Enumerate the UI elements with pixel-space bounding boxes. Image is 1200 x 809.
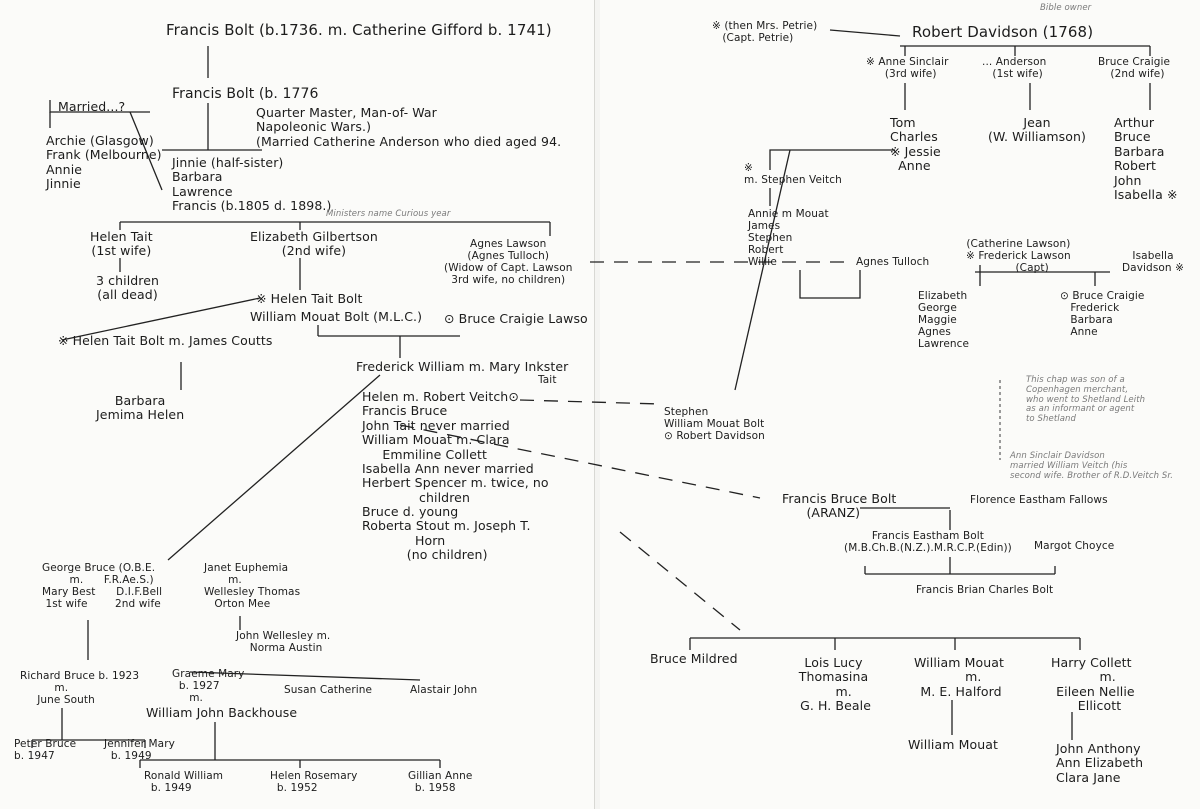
william-backhouse: William John Backhouse [146,705,298,720]
anderson-first-wife: ... Anderson (1st wife) [982,56,1047,81]
isabella-davidson: Isabella Davidson ※ [1122,250,1185,275]
agnes-lawson: Agnes Lawson (Agnes Tulloch) (Widow of C… [444,238,573,287]
susan-catherine: Susan Catherine [284,684,373,696]
frederick-william-children: Helen m. Robert Veitch⊙ Francis Bruce Jo… [362,389,549,563]
frederick-william: Frederick William m. Mary Inkster [356,359,569,374]
married-question: Married...? [58,99,126,114]
catherine-frederick-lawson: (Catherine Lawson) ※ Frederick Lawson (C… [966,238,1071,275]
right-page [600,0,1200,809]
alastair-john: Alastair John [410,684,478,696]
harry-children: John Anthony Ann Elizabeth Clara Jane [1056,741,1144,785]
francis-bruce-bolt: Francis Bruce Bolt (ARANZ) [782,491,897,521]
janet-euphemia: Janet Euphemia m. Wellesley Thomas Orton… [204,562,301,611]
coutts-children: Barbara Jemima Helen [96,393,185,423]
tom-charles-jessie-anne: Tom Charles ※ Jessie Anne [890,115,941,174]
annie-list: Annie m Mouat James Stephen Robert Willi… [748,208,829,269]
jennifer-mary: Jennifer Mary b. 1949 [104,738,175,763]
helen-tait: Helen Tait (1st wife) [90,229,153,259]
francis-bolt-1776: Francis Bolt (b. 1776 [172,86,319,102]
bible-owner-note: Bible owner [1040,3,1092,13]
tait-label: Tait [538,374,557,386]
francis-eastham-bolt: Francis Eastham Bolt (M.B.Ch.B.(N.Z.).M.… [844,530,1012,555]
stephen-veitch: ※ m. Stephen Veitch [744,162,842,187]
francis-siblings: Jinnie (half-sister) Barbara Lawrence Fr… [172,155,332,214]
graeme-mary: Graeme Mary b. 1927 m. [172,668,245,705]
gillian-anne: Gillian Anne b. 1958 [408,770,473,795]
elizabeth-gilbertson: Elizabeth Gilbertson (2nd wife) [250,229,378,259]
bruce-mildred: Bruce Mildred [650,651,738,666]
bruce-craigie-lawson: ⊙ Bruce Craigie Lawso [444,311,588,326]
lois-lucy: Lois Lucy Thomasina m. G. H. Beale [798,655,872,714]
anne-sinclair: ※ Anne Sinclair (3rd wife) [866,56,949,81]
three-children: 3 children (all dead) [96,273,160,303]
margot-choyce: Margot Choyce [1034,540,1115,552]
stephen-list: Stephen William Mouat Bolt ⊙ Robert Davi… [664,406,765,443]
francis-bolt-1776-details: Quarter Master, Man-of- War Napoleonic W… [256,105,562,149]
then-mrs-petrie: ※ (then Mrs. Petrie) (Capt. Petrie) [712,20,818,45]
william-mouat-child: William Mouat [908,737,999,752]
bruce-craigie-second-wife: Bruce Craigie (2nd wife) [1098,56,1171,81]
harry-collett: Harry Collett m. Eileen Nellie Ellicott [1051,655,1135,714]
chap-note: This chap was son of a Copenhagen mercha… [1026,375,1146,425]
root-ancestor: Francis Bolt (b.1736. m. Catherine Giffo… [166,21,552,39]
agnes-tulloch-right: Agnes Tulloch [856,256,930,268]
ministers-note: Ministers name Curious year [326,209,451,219]
jean-williamson: Jean (W. Williamson) [988,115,1087,145]
bruce-craigie-list: ⊙ Bruce Craigie Frederick Barbara Anne [1060,290,1145,339]
peter-bruce: Peter Bruce b. 1947 [14,738,77,763]
richard-bruce: Richard Bruce b. 1923 m. June South [20,670,140,707]
john-wellesley: John Wellesley m. Norma Austin [236,630,331,655]
ann-sinclair-note: Ann Sinclair Davidson married William Ve… [1010,451,1173,481]
william-mouat-halford: William Mouat m. M. E. Halford [914,655,1005,699]
arthur-list: Arthur Bruce Barbara Robert John Isabell… [1114,115,1178,202]
francis-brian-charles-bolt: Francis Brian Charles Bolt [916,584,1054,596]
george-bruce: George Bruce (O.B.E. m. F.R.Ae.S.) Mary … [42,562,163,611]
robert-davidson: Robert Davidson (1768) [912,23,1094,41]
married-children: Archie (Glasgow) Frank (Melbourne) Annie… [46,133,162,192]
elizabeth-list: Elizabeth George Maggie Agnes Lawrence [918,290,970,351]
helen-rosemary: Helen Rosemary b. 1952 [270,770,358,795]
helen-tait-bolt: ※ Helen Tait Bolt [256,291,363,306]
florence-eastham-fallows: Florence Eastham Fallows [970,494,1108,506]
helen-tait-bolt-coutts: ※ Helen Tait Bolt m. James Coutts [58,333,273,348]
ronald-william: Ronald William b. 1949 [144,770,224,795]
william-mouat-bolt-mlc: William Mouat Bolt (M.L.C.) [250,309,423,324]
